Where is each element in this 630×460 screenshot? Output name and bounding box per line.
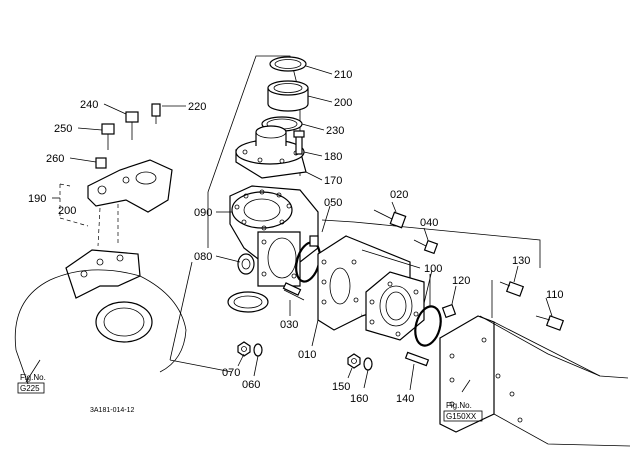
spacer-260: [95, 157, 107, 169]
callout-160: 160: [350, 393, 368, 405]
callout-130: 130: [512, 255, 530, 267]
callout-030: 030: [280, 319, 298, 331]
gear-housing-g225: [14, 249, 187, 385]
fig-ref-g150xx-line2: G150XX: [446, 412, 477, 421]
pin-120: [441, 303, 457, 319]
callout-070: 070: [222, 367, 240, 379]
callout-150: 150: [332, 381, 350, 393]
fig-ref-g150xx: Fig.No. G150XX: [443, 401, 483, 422]
callout-230: 230: [326, 125, 344, 137]
washer-060: [253, 343, 263, 357]
ring-210: [269, 56, 307, 72]
callout-010: 010: [298, 349, 316, 361]
fig-ref-g225: Fig.No. G225: [17, 373, 46, 394]
callout-170: 170: [324, 175, 342, 187]
grease-nipple-220: [151, 103, 161, 124]
bolt-240: [125, 111, 139, 140]
callout-080: 080: [194, 251, 212, 263]
nut-070: [237, 341, 251, 357]
stud-030: [282, 282, 305, 301]
callout-050: 050: [324, 197, 342, 209]
bushing-200: [267, 80, 309, 112]
bolt-250: [101, 123, 115, 150]
main-frame-g150xx: [439, 315, 630, 447]
callout-110: 110: [546, 289, 564, 301]
fig-ref-g225-line2: G225: [20, 384, 40, 393]
nut-150: [347, 353, 361, 369]
callout-060: 060: [242, 379, 260, 391]
bolt-110: [535, 315, 565, 331]
leader-lines: [25, 65, 553, 393]
callout-120: 120: [452, 275, 470, 287]
bracket-left-200: [59, 183, 119, 247]
fig-ref-g150xx-line1: Fig.No.: [446, 401, 472, 410]
stud-140: [404, 351, 430, 367]
callout-020: 020: [390, 189, 408, 201]
callout-100: 100: [424, 263, 442, 275]
bolt-040: [413, 239, 439, 255]
callout-240: 240: [80, 99, 98, 111]
callout-200: 200: [334, 97, 352, 109]
callout-090: 090: [194, 207, 212, 219]
callout-220: 220: [188, 101, 206, 113]
callout-040: 040: [420, 217, 438, 229]
flange-plate: [365, 271, 425, 341]
oil-seal-080: [237, 253, 255, 275]
steering-lever-190: [87, 159, 173, 213]
knuckle-090: [229, 185, 319, 287]
callout-180: 180: [324, 151, 342, 163]
bolt-180: [293, 130, 305, 155]
o-ring-100: [414, 305, 442, 347]
bolt-020: [373, 209, 407, 229]
pin-050: [309, 235, 319, 247]
callout-260: 260: [46, 153, 64, 165]
seal-ring-lower: [227, 291, 269, 313]
bolt-130: [499, 281, 525, 297]
fig-ref-g225-line1: Fig.No.: [20, 373, 46, 382]
callout-140: 140: [396, 393, 414, 405]
callout-250: 250: [54, 123, 72, 135]
washer-160: [363, 357, 373, 371]
callout-210: 210: [334, 69, 352, 81]
drawing-code: 3A181-014-12: [90, 407, 134, 414]
callout-200-left: 200: [58, 205, 76, 217]
callout-labels: 210 200 220 240 230 250 180 260 170 190 …: [28, 69, 564, 405]
bracket-170: [235, 125, 307, 179]
callout-190: 190: [28, 193, 46, 205]
